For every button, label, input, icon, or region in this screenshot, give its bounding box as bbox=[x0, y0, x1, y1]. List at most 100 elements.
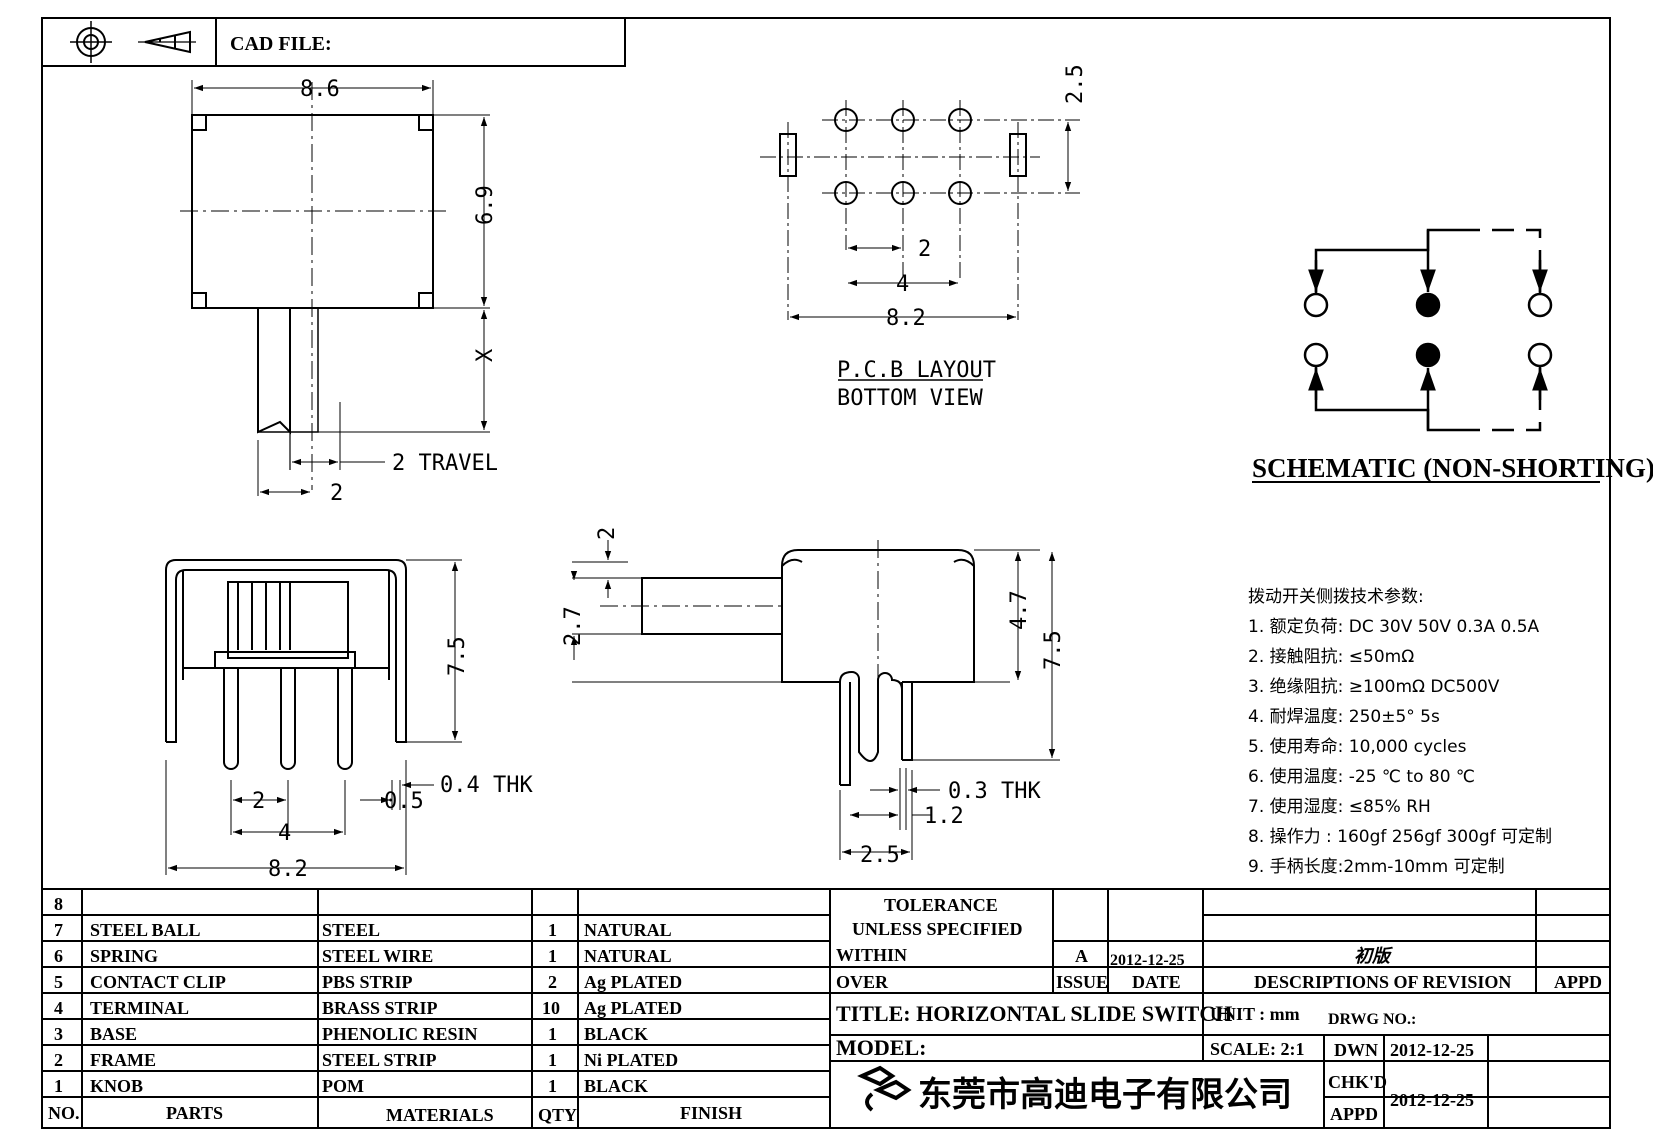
spec-item: 2. 接触阻抗: ≤50mΩ bbox=[1248, 647, 1414, 667]
bom-no: 6 bbox=[54, 946, 63, 966]
table-row: 5 CONTACT CLIP PBS STRIP 2 Ag PLATED bbox=[54, 972, 682, 992]
spec-item: 9. 手柄长度:2mm-10mm 可定制 bbox=[1248, 857, 1505, 877]
bom-material: BRASS STRIP bbox=[322, 998, 438, 1018]
issue-value: A bbox=[1075, 946, 1088, 966]
bom-material: PHENOLIC RESIN bbox=[322, 1024, 478, 1044]
table-row: 3 BASE PHENOLIC RESIN 1 BLACK bbox=[54, 1024, 648, 1044]
top-view-dim-travel: 2 TRAVEL bbox=[392, 451, 498, 476]
issue-date: 2012-12-25 bbox=[1110, 952, 1185, 969]
spec-item: 1. 额定负荷: DC 30V 50V 0.3A 0.5A bbox=[1248, 617, 1540, 637]
bom-finish: BLACK bbox=[584, 1076, 648, 1096]
within-label: WITHIN bbox=[836, 945, 907, 965]
bom-part: FRAME bbox=[90, 1050, 156, 1070]
checked-label: CHK'D bbox=[1328, 1072, 1387, 1092]
spec-list: 拨动开关侧拨技术参数: 1. 额定负荷: DC 30V 50V 0.3A 0.5… bbox=[1248, 587, 1552, 877]
bom-no: 4 bbox=[54, 998, 63, 1018]
side-dim-knob-thk: 2 bbox=[595, 527, 620, 540]
front-view bbox=[165, 559, 462, 875]
front-dim-thk: 0.4 THK bbox=[440, 773, 533, 798]
bom-material: STEEL WIRE bbox=[322, 946, 433, 966]
spec-item: 6. 使用温度: -25 ℃ to 80 ℃ bbox=[1248, 766, 1475, 787]
title-block-text: TOLERANCE UNLESS SPECIFIED WITHIN OVER A… bbox=[836, 895, 1602, 1124]
spec-item: 5. 使用寿命: 10,000 cycles bbox=[1248, 736, 1467, 757]
bom-qty: 1 bbox=[548, 1076, 557, 1096]
top-view-dim-x: X bbox=[473, 348, 498, 362]
bom-finish: Ni PLATED bbox=[584, 1050, 678, 1070]
bom-material: POM bbox=[322, 1076, 364, 1096]
side-dim-body-h: 4.7 bbox=[1007, 590, 1032, 630]
bom-no: 8 bbox=[54, 894, 63, 914]
scale-label: SCALE: 2:1 bbox=[1210, 1039, 1305, 1059]
drawn-label: DWN bbox=[1334, 1040, 1378, 1060]
bom-header-material: MATERIALS bbox=[386, 1105, 494, 1125]
bom-qty: 1 bbox=[548, 920, 557, 940]
model-label: MODEL: bbox=[836, 1035, 926, 1060]
bom-no: 2 bbox=[54, 1050, 63, 1070]
projection-symbol-icon bbox=[70, 21, 196, 63]
bom-qty: 1 bbox=[548, 1024, 557, 1044]
revision-description: 初版 bbox=[1354, 946, 1394, 967]
tolerance-label: TOLERANCE bbox=[884, 895, 998, 915]
sheet-border bbox=[41, 17, 1611, 1129]
drawn-date: 2012-12-25 bbox=[1390, 1040, 1474, 1060]
top-view bbox=[180, 80, 490, 496]
issue-label: ISSUE bbox=[1056, 972, 1108, 992]
top-view-dim-height: 6.9 bbox=[473, 185, 498, 225]
bom-table bbox=[42, 888, 1610, 1128]
bom-no: 3 bbox=[54, 1024, 63, 1044]
bom-part: BASE bbox=[90, 1024, 137, 1044]
bom-part: CONTACT CLIP bbox=[90, 972, 226, 992]
table-row: 7 STEEL BALL STEEL 1 NATURAL bbox=[54, 920, 672, 940]
table-header-row: NO. PARTS MATERIALS QTY FINISH bbox=[48, 1103, 742, 1125]
table-row: 2 FRAME STEEL STRIP 1 Ni PLATED bbox=[54, 1050, 678, 1070]
front-dim-span: 4 bbox=[278, 821, 291, 846]
unless-specified-label: UNLESS SPECIFIED bbox=[852, 919, 1023, 939]
top-view-dim-knob: 2 bbox=[330, 481, 343, 506]
date-label: DATE bbox=[1132, 972, 1181, 992]
bom-qty: 2 bbox=[548, 972, 557, 992]
pcb-layout-title: P.C.B LAYOUT bbox=[837, 358, 996, 383]
checked-date: 2012-12-25 bbox=[1390, 1090, 1474, 1110]
side-dim-thk: 0.3 THK bbox=[948, 779, 1041, 804]
pcb-dim-span: 4 bbox=[896, 272, 909, 297]
bom-header-qty: QTY bbox=[538, 1105, 577, 1125]
pcb-layout-subtitle: BOTTOM VIEW bbox=[837, 386, 983, 411]
pcb-dim-total: 8.2 bbox=[886, 306, 926, 331]
title-block bbox=[830, 889, 1610, 1128]
bom-header-finish: FINISH bbox=[680, 1103, 742, 1123]
table-row: 1 KNOB POM 1 BLACK bbox=[54, 1076, 648, 1096]
bom-qty: 1 bbox=[548, 1050, 557, 1070]
front-dim-height: 7.5 bbox=[445, 636, 470, 676]
schematic bbox=[1252, 228, 1600, 483]
bom-part: STEEL BALL bbox=[90, 920, 201, 940]
description-label: DESCRIPTIONS OF REVISION bbox=[1254, 972, 1511, 992]
side-dim-knob-h: 2.7 bbox=[561, 606, 586, 646]
bom-part: KNOB bbox=[90, 1076, 143, 1096]
bom-part: TERMINAL bbox=[90, 998, 189, 1018]
over-label: OVER bbox=[836, 972, 889, 992]
drawing-number-label: DRWG NO.: bbox=[1328, 1011, 1416, 1028]
bom-material: PBS STRIP bbox=[322, 972, 413, 992]
drawing-title: TITLE: HORIZONTAL SLIDE SWITCH bbox=[836, 1001, 1232, 1026]
top-view-dim-width: 8.6 bbox=[300, 77, 340, 102]
pcb-dim-row-pitch: 2.5 bbox=[1063, 64, 1088, 104]
company-name: 东莞市高迪电子有限公司 bbox=[918, 1075, 1292, 1115]
company-logo bbox=[857, 1065, 912, 1112]
spec-item: 8. 操作力 : 160gf 256gf 300gf 可定制 bbox=[1248, 827, 1552, 847]
schematic-title: SCHEMATIC (NON-SHORTING) bbox=[1252, 453, 1653, 483]
spec-item: 3. 绝缘阻抗: ≥100mΩ DC500V bbox=[1248, 677, 1500, 697]
bom-header-no: NO. bbox=[48, 1103, 80, 1123]
bom-material: STEEL STRIP bbox=[322, 1050, 437, 1070]
side-dim-pin-w: 1.2 bbox=[924, 804, 964, 829]
appd-column-label: APPD bbox=[1554, 972, 1602, 992]
bom-no: 1 bbox=[54, 1076, 63, 1096]
unit-label: UNIT : mm bbox=[1210, 1004, 1300, 1024]
front-dim-total: 8.2 bbox=[268, 857, 308, 882]
bom-finish: BLACK bbox=[584, 1024, 648, 1044]
bom-header-part: PARTS bbox=[166, 1103, 223, 1123]
bom-finish: Ag PLATED bbox=[584, 998, 682, 1018]
approved-label: APPD bbox=[1330, 1104, 1378, 1124]
front-dim-pin: 0.5 bbox=[384, 789, 424, 814]
bom-qty: 1 bbox=[548, 946, 557, 966]
